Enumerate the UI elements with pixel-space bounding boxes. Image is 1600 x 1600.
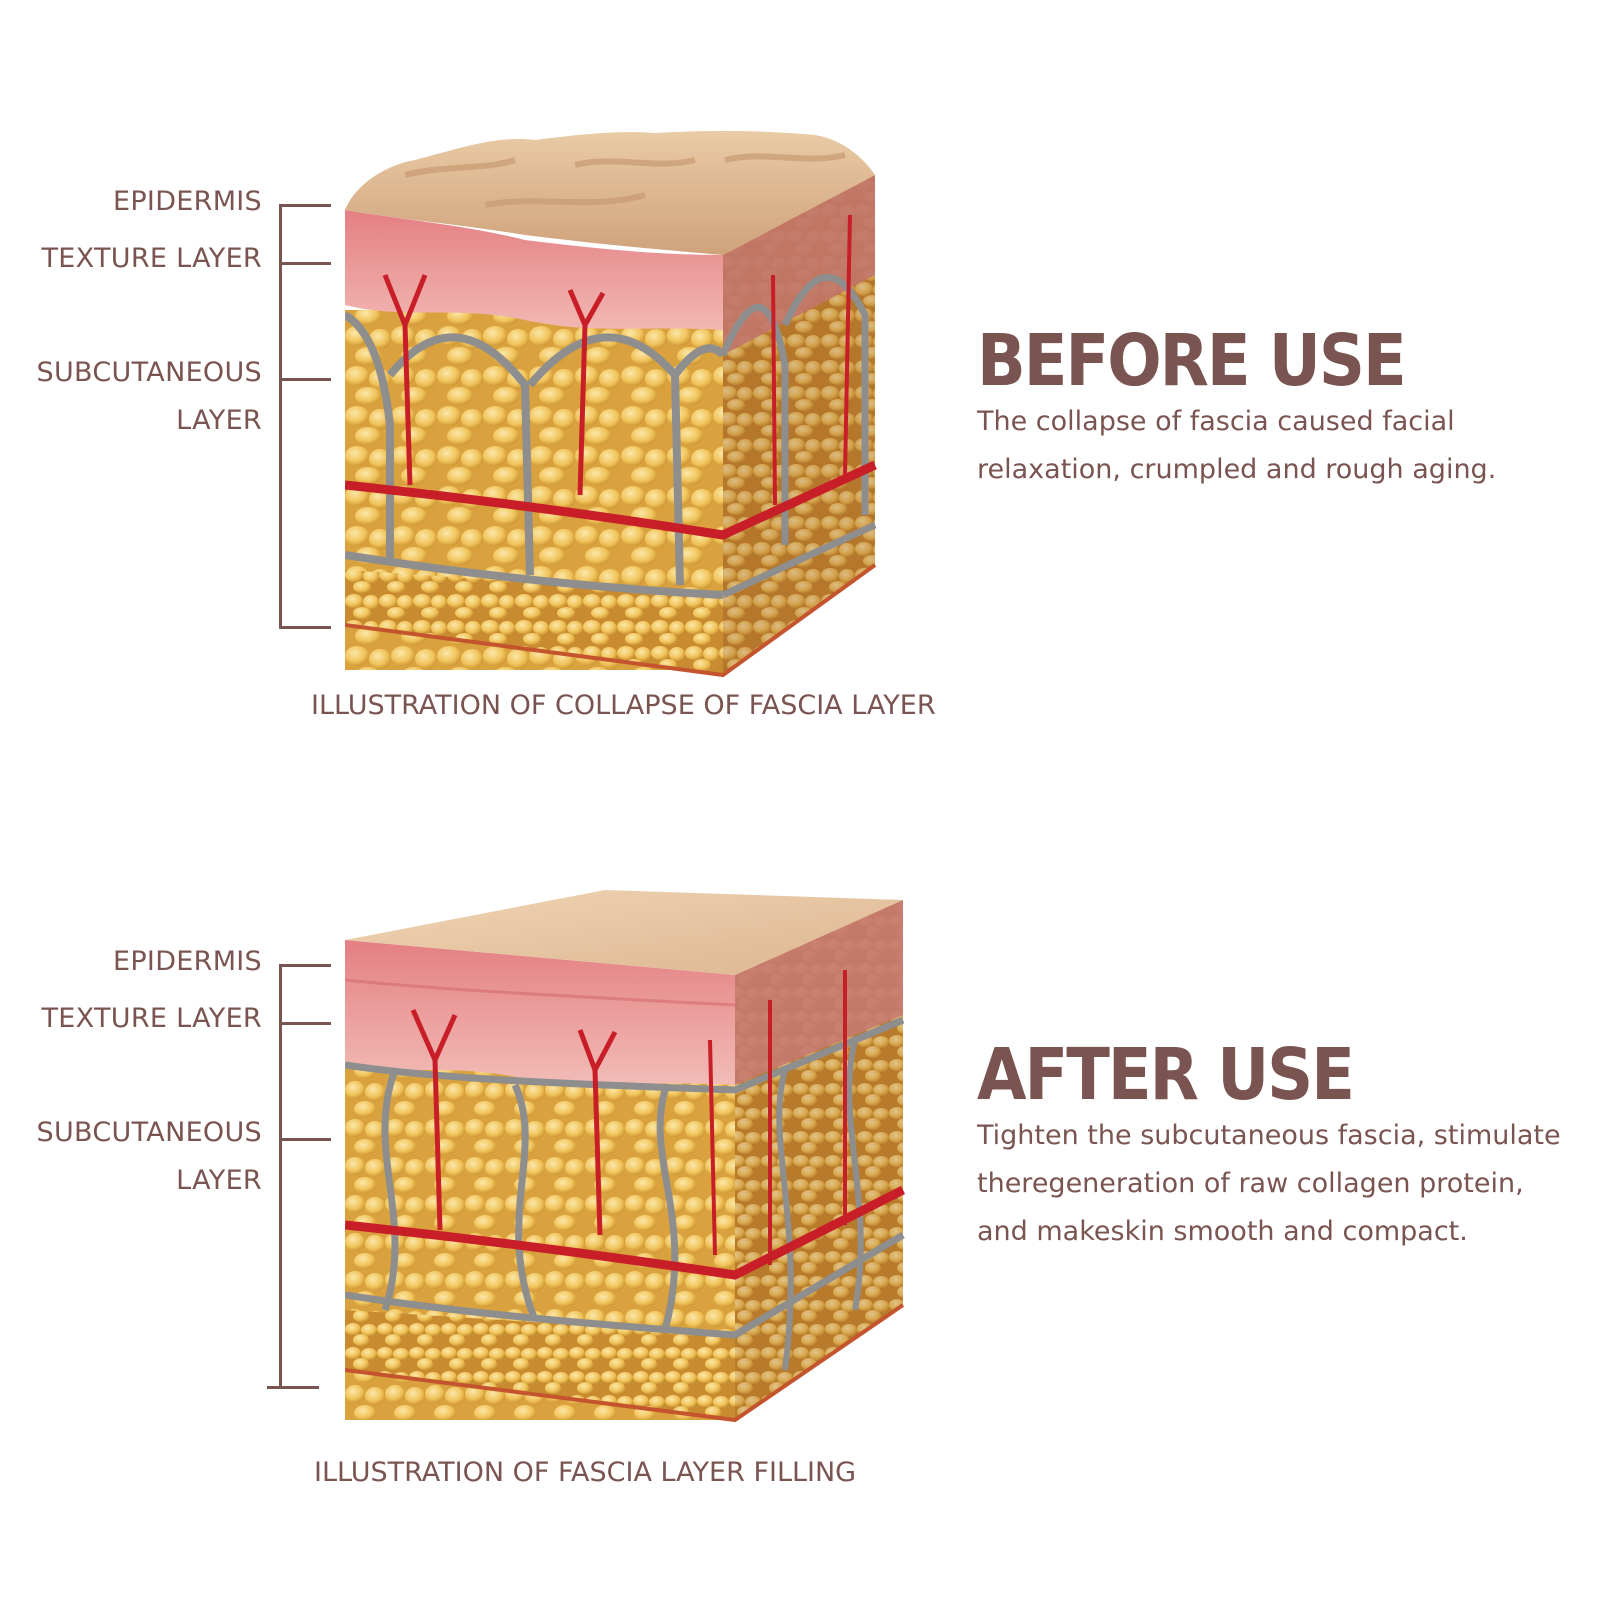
before-tick-subcutaneous (279, 378, 331, 381)
before-heading: BEFORE USE (977, 320, 1407, 403)
before-description-line-2: relaxation, crumpled and rough aging. (977, 454, 1497, 485)
after-caption: ILLUSTRATION OF FASCIA LAYER FILLING (314, 1457, 857, 1488)
before-tick-bottom (279, 626, 331, 629)
before-tick-texture (279, 262, 331, 265)
before-bracket-line (279, 204, 282, 628)
after-heading: AFTER USE (977, 1034, 1355, 1117)
before-label-texture: TEXTURE LAYER (41, 243, 262, 274)
after-description: Tighten the subcutaneous fascia, stimula… (977, 1112, 1561, 1256)
after-label-epidermis: EPIDERMIS (112, 946, 262, 977)
after-description-line-2: theregeneration of raw collagen protein, (977, 1168, 1524, 1199)
after-bracket-line (279, 964, 282, 1388)
after-tick-texture (279, 1022, 331, 1025)
before-tick-epidermis (279, 204, 331, 207)
before-caption: ILLUSTRATION OF COLLAPSE OF FASCIA LAYER (311, 690, 936, 721)
after-tick-epidermis (279, 964, 331, 967)
after-label-subcutaneous: SUBCUTANEOUS (36, 1117, 262, 1148)
before-skin-cross-section-illustration (345, 130, 877, 678)
after-description-line-1: Tighten the subcutaneous fascia, stimula… (977, 1120, 1561, 1151)
before-label-epidermis: EPIDERMIS (112, 186, 262, 217)
before-description: The collapse of fascia caused facial rel… (977, 398, 1496, 494)
after-description-line-3: and makeskin smooth and compact. (977, 1216, 1468, 1247)
after-label-texture: TEXTURE LAYER (41, 1003, 262, 1034)
after-tick-bottom (267, 1386, 319, 1389)
before-label-subcutaneous: SUBCUTANEOUS (36, 357, 262, 388)
before-label-layer: LAYER (176, 405, 262, 436)
before-description-line-1: The collapse of fascia caused facial (977, 406, 1455, 437)
after-tick-subcutaneous (279, 1138, 331, 1141)
after-label-layer: LAYER (176, 1165, 262, 1196)
after-skin-cross-section-illustration (345, 890, 906, 1423)
